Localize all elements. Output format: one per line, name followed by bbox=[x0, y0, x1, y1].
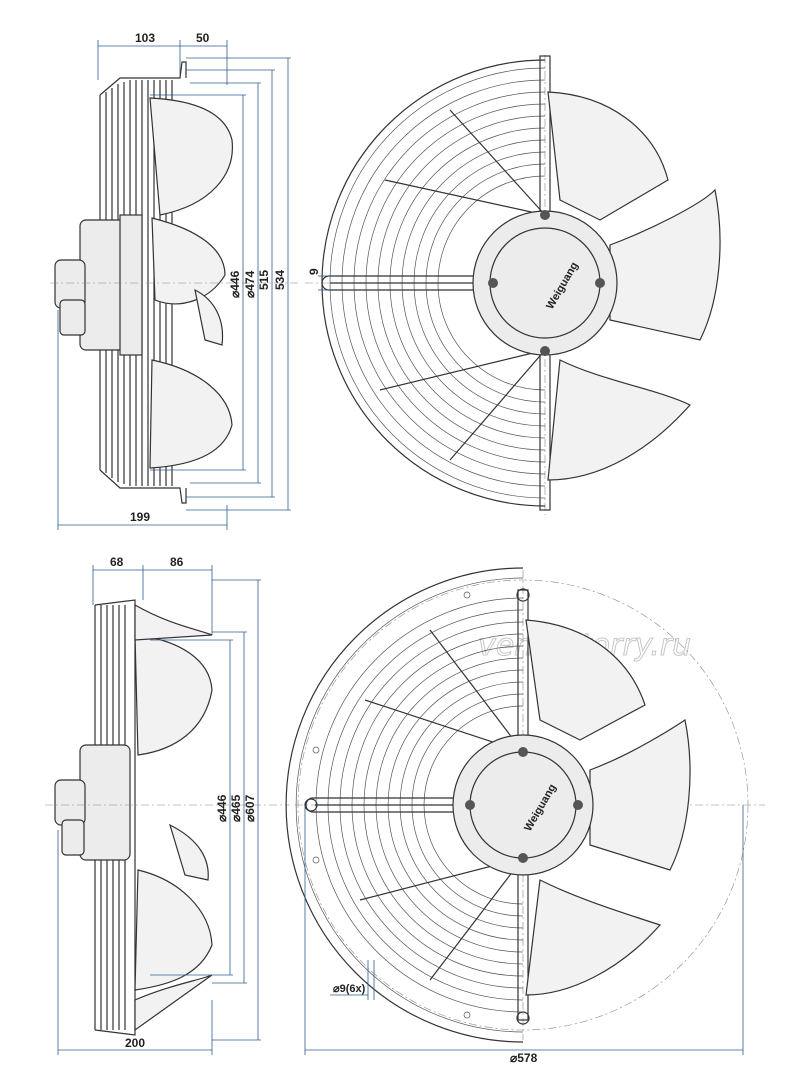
dia-465-label: ⌀465 bbox=[229, 794, 243, 822]
dim-103-label: 103 bbox=[135, 31, 155, 45]
dim-9-label: 9 bbox=[307, 268, 321, 275]
dim-50-label: 50 bbox=[196, 31, 210, 45]
dim-578-label: ⌀578 bbox=[510, 1051, 538, 1065]
drawing2-side-view: 68 86 ⌀446 ⌀465 ⌀607 200 bbox=[45, 555, 290, 1055]
dia-446-label: ⌀446 bbox=[228, 270, 242, 298]
dim-200-label: 200 bbox=[125, 1036, 145, 1050]
dia-474-label: ⌀474 bbox=[243, 270, 257, 298]
dim-86-label: 86 bbox=[170, 555, 184, 569]
drawing1-side-view: 103 50 ⌀446 ⌀474 515 534 bbox=[50, 31, 300, 530]
dim-68-label: 68 bbox=[110, 555, 124, 569]
dia-607-label: ⌀607 bbox=[243, 794, 257, 822]
drawing2-front-view: Weiguang ⌀9(6x) ⌀578 bbox=[285, 567, 765, 1065]
dim-199-label: 199 bbox=[130, 510, 150, 524]
dim-holes-label: ⌀9(6x) bbox=[333, 983, 366, 995]
drawing1-front-view: Weiguang 9 bbox=[305, 55, 721, 515]
dia-446-label-2: ⌀446 bbox=[215, 794, 229, 822]
dia-515-label: 515 bbox=[257, 270, 271, 290]
dia-534-label: 534 bbox=[273, 270, 287, 290]
